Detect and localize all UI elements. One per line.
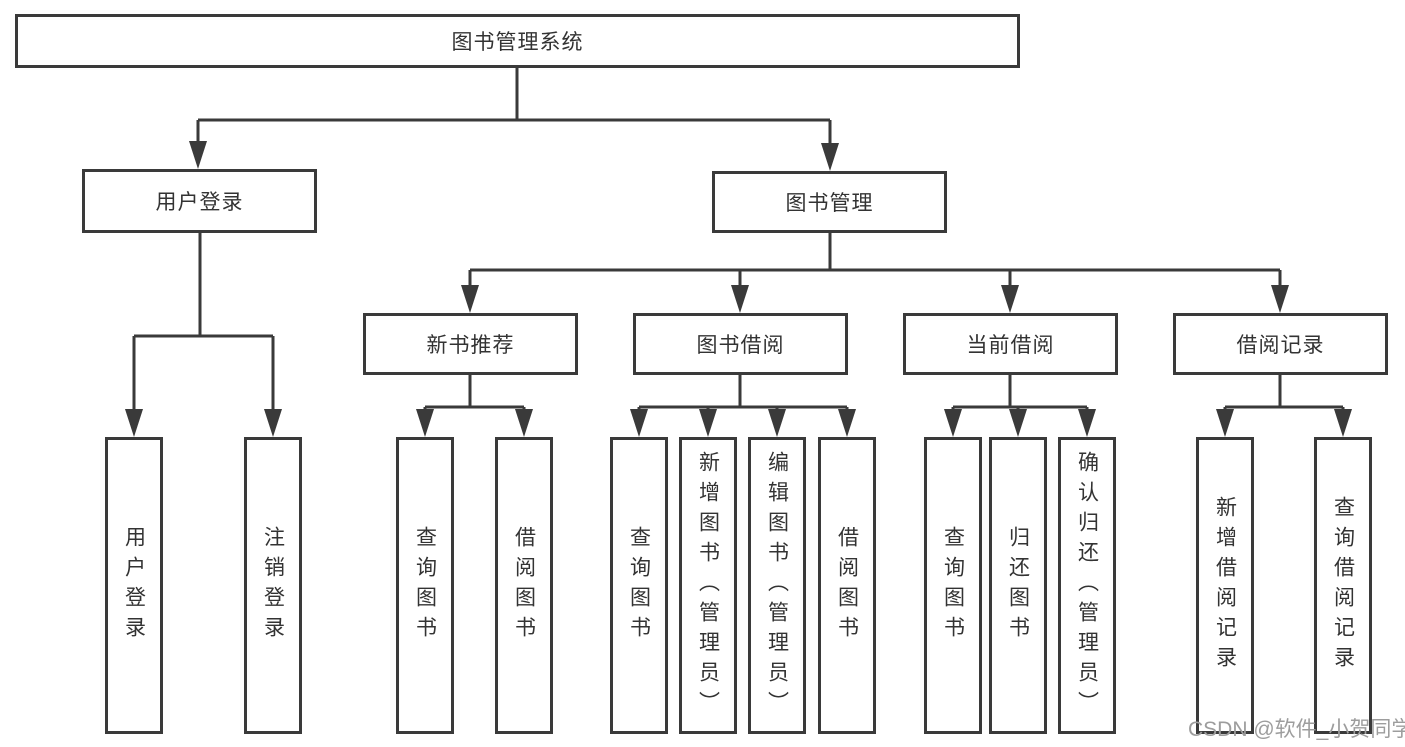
node-label: 查询图书 (627, 525, 651, 646)
node-label: 编辑图书（管理员） (765, 450, 789, 721)
leaf-add-books-admin: 新增图书（管理员） (679, 437, 737, 734)
leaf-query-books-borrowing: 查询图书 (610, 437, 668, 734)
node-label: 图书管理系统 (451, 31, 584, 54)
leaf-logout: 注销登录 (244, 437, 302, 734)
node-label: 查询图书 (941, 525, 965, 646)
node-label: 用户登录 (155, 191, 244, 214)
node-label: 新增借阅记录 (1213, 495, 1237, 676)
node-new-book-recommendation: 新书推荐 (363, 313, 578, 375)
node-label: 查询借阅记录 (1331, 495, 1355, 676)
leaf-confirm-return-admin: 确认归还（管理员） (1058, 437, 1116, 734)
node-book-borrowing: 图书借阅 (633, 313, 848, 375)
node-label: 用户登录 (122, 525, 146, 646)
node-root-library-system: 图书管理系统 (15, 14, 1020, 68)
leaf-query-books-current: 查询图书 (924, 437, 982, 734)
node-label: 图书管理 (785, 192, 874, 215)
node-borrowing-records: 借阅记录 (1173, 313, 1388, 375)
leaf-query-books-recommend: 查询图书 (396, 437, 454, 734)
node-current-borrowing: 当前借阅 (903, 313, 1118, 375)
leaf-add-borrow-record: 新增借阅记录 (1196, 437, 1254, 734)
node-label: 归还图书 (1006, 525, 1030, 646)
node-user-login-branch: 用户登录 (82, 169, 317, 233)
leaf-borrow-books-recommend: 借阅图书 (495, 437, 553, 734)
node-label: 新增图书（管理员） (696, 450, 720, 721)
leaf-return-books: 归还图书 (989, 437, 1047, 734)
csdn-watermark: CSDN @软件_小贺同学 (1188, 718, 1405, 741)
node-label: 图书借阅 (696, 334, 785, 357)
node-label: 借阅图书 (835, 525, 859, 646)
node-label: 注销登录 (261, 525, 285, 646)
node-label: 借阅图书 (512, 525, 536, 646)
node-book-management-branch: 图书管理 (712, 171, 947, 233)
leaf-borrow-books: 借阅图书 (818, 437, 876, 734)
node-label: 查询图书 (413, 525, 437, 646)
node-label: 当前借阅 (966, 334, 1055, 357)
node-label: 确认归还（管理员） (1075, 450, 1099, 721)
leaf-user-login: 用户登录 (105, 437, 163, 734)
node-label: 借阅记录 (1236, 334, 1325, 357)
node-label: 新书推荐 (426, 334, 515, 357)
leaf-edit-books-admin: 编辑图书（管理员） (748, 437, 806, 734)
leaf-query-borrow-record: 查询借阅记录 (1314, 437, 1372, 734)
